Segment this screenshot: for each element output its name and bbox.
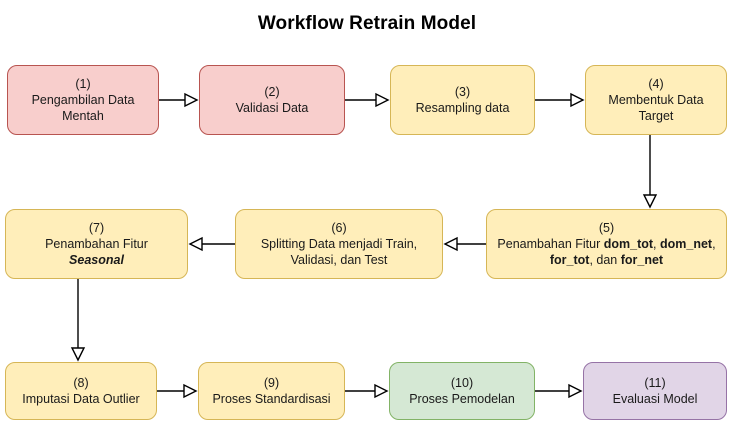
feature-dom-net: dom_net [660, 237, 713, 251]
node-penambahan-fitur-seasonal[interactable]: (7) Penambahan Fitur Seasonal [5, 209, 188, 279]
node-label-line1: Penambahan Fitur [45, 237, 148, 251]
node-penambahan-fitur-dom-for[interactable]: (5) Penambahan Fitur dom_tot, dom_net, f… [486, 209, 727, 279]
node-label-line1: Evaluasi Model [612, 392, 698, 406]
node-membentuk-data-target[interactable]: (4) Membentuk Data Target [585, 65, 727, 135]
node-number: (3) [454, 85, 471, 99]
node-evaluasi-model[interactable]: (11) Evaluasi Model [583, 362, 727, 420]
edge-5-6 [443, 234, 486, 254]
node-label-line1: Proses Pemodelan [409, 392, 515, 406]
edge-10-11 [535, 381, 583, 401]
node-proses-standardisasi[interactable]: (9) Proses Standardisasi [198, 362, 345, 420]
node-label-line1: Pengambilan Data [31, 93, 135, 107]
node-resampling-data[interactable]: (3) Resampling data [390, 65, 535, 135]
node-number: (1) [75, 77, 91, 91]
node-label-line2: Validasi, dan Test [290, 253, 388, 267]
node-number: (10) [450, 376, 474, 390]
edge-2-3 [345, 90, 390, 110]
feature-for-net: for_net [620, 253, 664, 267]
emphasis-seasonal: Seasonal [69, 253, 124, 267]
edge-1-2 [159, 90, 199, 110]
node-label-line1: Proses Standardisasi [212, 392, 331, 406]
node-number: (8) [73, 376, 89, 390]
node-label-line1: Membentuk Data [608, 93, 704, 107]
node-validasi-data[interactable]: (2) Validasi Data [199, 65, 345, 135]
node-number: (6) [331, 221, 347, 235]
edge-9-10 [345, 381, 389, 401]
edge-8-9 [157, 381, 198, 401]
edge-3-4 [535, 90, 585, 110]
page-title: Workflow Retrain Model [257, 13, 477, 34]
node-number: (11) [644, 376, 666, 390]
node-number: (9) [263, 376, 280, 390]
node-label-rich: Penambahan Fitur dom_tot, dom_net, for_t… [497, 237, 716, 267]
node-label-line2: Target [638, 109, 674, 123]
feature-for-tot: for_tot [549, 253, 590, 267]
node-number: (7) [88, 221, 105, 235]
feature-dom-tot: dom_tot [603, 237, 654, 251]
node-number: (4) [648, 77, 664, 91]
edge-6-7 [188, 234, 235, 254]
edge-4-5 [640, 135, 660, 209]
node-label-line2: Mentah [62, 109, 104, 123]
node-splitting-data[interactable]: (6) Splitting Data menjadi Train, Valida… [235, 209, 443, 279]
node-proses-pemodelan[interactable]: (10) Proses Pemodelan [389, 362, 535, 420]
node-label-line1: Resampling data [415, 101, 510, 115]
node-number: (2) [264, 85, 280, 99]
node-number: (5) [598, 221, 615, 235]
node-label-line1: Imputasi Data Outlier [22, 392, 140, 406]
node-pengambilan-data-mentah[interactable]: (1) Pengambilan Data Mentah [7, 65, 159, 135]
edge-7-8 [68, 279, 88, 362]
node-label-line2: Seasonal [69, 252, 124, 268]
node-imputasi-data-outlier[interactable]: (8) Imputasi Data Outlier [5, 362, 157, 420]
node-label-line1: Splitting Data menjadi Train, [260, 237, 418, 251]
node-label-line1: Validasi Data [235, 101, 309, 115]
